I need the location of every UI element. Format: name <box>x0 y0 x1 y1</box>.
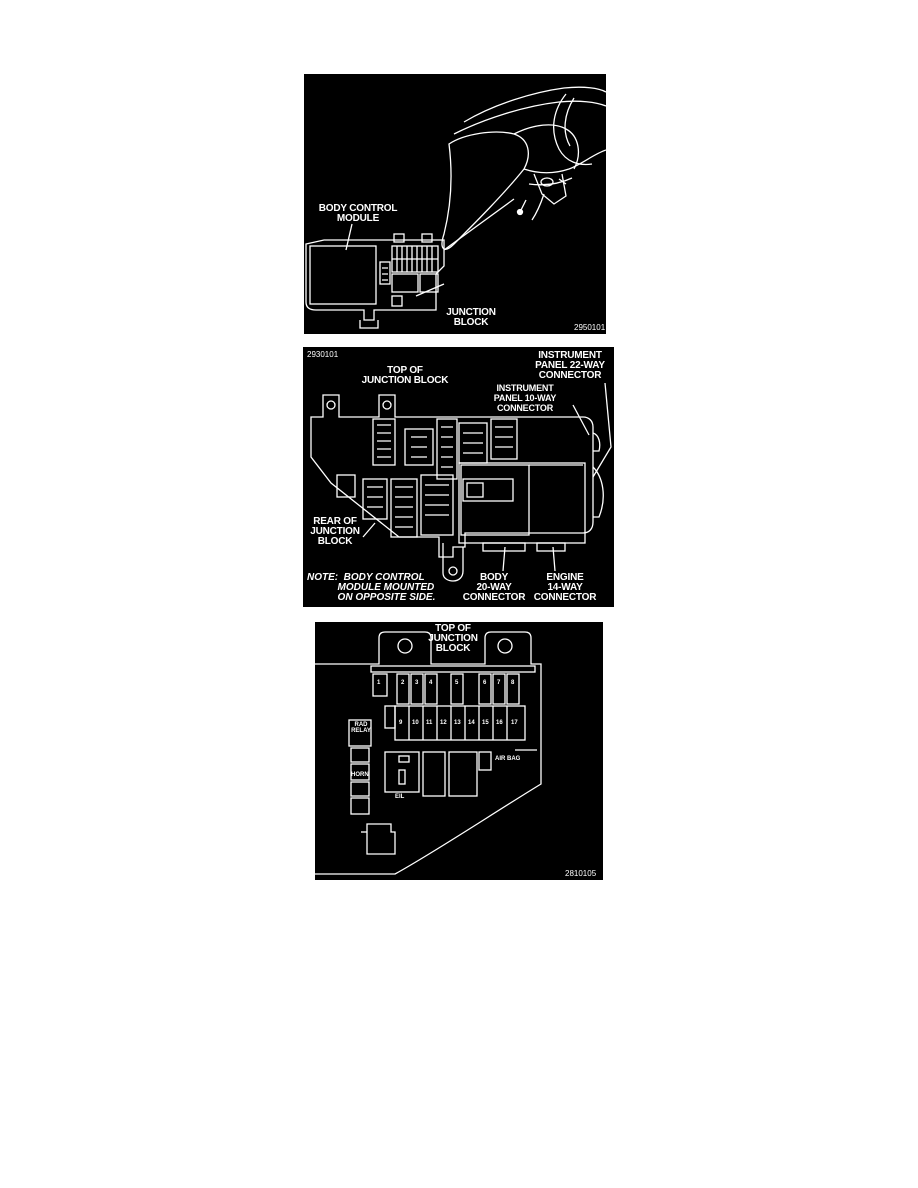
fuse-8-label: 8 <box>511 680 515 686</box>
instrument-panel-10-way-label: INSTRUMENT PANEL 10-WAY CONNECTOR <box>493 383 557 413</box>
diagram-panel-top-of-junction-block: TOP OF JUNCTION BLOCK 1 2 3 4 5 6 7 8 9 … <box>315 622 603 880</box>
diagram-panel-junction-block-connectors: 2930101 TOP OF JUNCTION BLOCK INSTRUMENT… <box>303 347 614 607</box>
body-control-module-note: NOTE: BODY CONTROL MODULE MOUNTED ON OPP… <box>307 572 436 603</box>
fuse-14-label: 14 <box>468 720 475 726</box>
fuse-9-label: 9 <box>399 720 403 726</box>
fuse-7-label: 7 <box>497 680 501 686</box>
fuse-17-label: 17 <box>511 720 518 726</box>
junction-block-top-drawing <box>315 631 542 875</box>
top-of-junction-block-label: TOP OF JUNCTION BLOCK <box>361 365 449 386</box>
instrument-panel-22-way-label: INSTRUMENT PANEL 22-WAY CONNECTOR <box>535 350 605 381</box>
relay-label: RAD RELAY <box>351 722 371 734</box>
body-20-way-connector-label: BODY 20-WAY CONNECTOR <box>462 572 526 603</box>
fuse-13-label: 13 <box>454 720 461 726</box>
eil-label: EIL <box>395 794 405 800</box>
rear-of-junction-block-label: REAR OF JUNCTION BLOCK <box>310 516 360 547</box>
fuse-15-label: 15 <box>482 720 489 726</box>
fuse-12-label: 12 <box>440 720 447 726</box>
fuse-1-label: 1 <box>377 680 381 686</box>
junction-block-label: JUNCTION BLOCK <box>446 307 496 328</box>
fuse-4-label: 4 <box>429 680 433 686</box>
fuse-16-label: 16 <box>496 720 503 726</box>
fuse-10-label: 10 <box>412 720 419 726</box>
fuse-2-label: 2 <box>401 680 405 686</box>
figure-id: 2950101 <box>574 323 606 332</box>
figure-id: 2930101 <box>307 350 339 359</box>
fuse-11-label: 11 <box>426 720 433 726</box>
engine-14-way-connector-label: ENGINE 14-WAY CONNECTOR <box>533 572 597 603</box>
air-bag-label: AIR BAG <box>495 756 521 762</box>
dashboard-line-drawing <box>305 86 606 329</box>
bcm-label: BODY CONTROL MODULE <box>318 203 398 224</box>
fuse-3-label: 3 <box>415 680 419 686</box>
diagram-panel-bcm-location: BODY CONTROL MODULE JUNCTION BLOCK 29501… <box>304 74 606 334</box>
fuse-6-label: 6 <box>483 680 487 686</box>
junction-block-line-drawing <box>310 382 612 582</box>
fuse-5-label: 5 <box>455 680 459 686</box>
horn-label: HORN <box>351 772 369 778</box>
top-of-junction-block-label: TOP OF JUNCTION BLOCK <box>428 623 478 654</box>
figure-id: 2810105 <box>565 869 597 878</box>
